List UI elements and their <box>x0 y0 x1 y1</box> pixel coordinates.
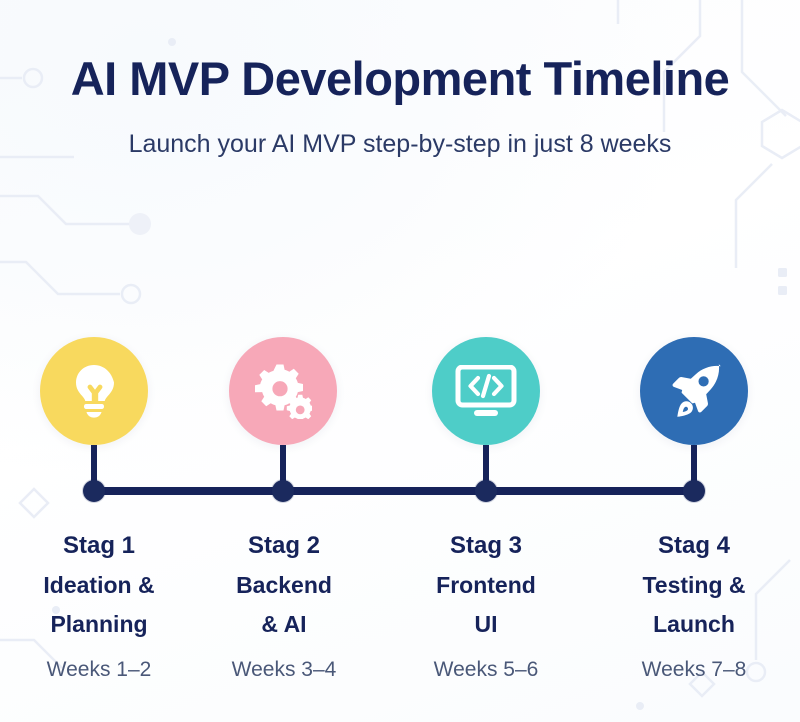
stage-2-caption: Stag 2 Backend & AI Weeks 3–4 <box>189 525 379 687</box>
lightbulb-icon <box>76 365 114 418</box>
stage-4-weeks: Weeks 7–8 <box>641 658 747 681</box>
code-monitor-icon <box>455 365 517 416</box>
page-title: AI MVP Development Timeline <box>70 52 730 105</box>
stage-4-axis-dot[interactable] <box>683 480 705 502</box>
stage-4-name-line2: Launch <box>653 611 735 637</box>
stage-1-weeks: Weeks 1–2 <box>46 658 152 681</box>
stage-1-name-line1: Ideation & <box>43 572 155 598</box>
stage-3-icon-bubble[interactable] <box>432 337 540 445</box>
stage-1-connector <box>91 445 97 491</box>
stage-3-axis-dot[interactable] <box>475 480 497 502</box>
stage-2-weeks: Weeks 3–4 <box>231 658 337 681</box>
page-subtitle: Launch your AI MVP step-by-step in just … <box>128 130 672 158</box>
stage-3-weeks: Weeks 5–6 <box>433 658 539 681</box>
stage-1-name-line2: Planning <box>50 611 148 637</box>
stage-3-connector <box>483 445 489 491</box>
stage-2-axis-dot[interactable] <box>272 480 294 502</box>
stage-4-caption: Stag 4 Testing & Launch Weeks 7–8 <box>599 525 789 687</box>
gears-icon <box>255 364 312 419</box>
stage-3-caption: Stag 3 Frontend UI Weeks 5–6 <box>391 525 581 687</box>
stage-2-label: Stag 2 <box>247 532 321 559</box>
stage-3-name-line2: UI <box>474 611 498 637</box>
stage-3-label: Stag 3 <box>449 532 523 559</box>
stage-1-axis-dot[interactable] <box>83 480 105 502</box>
stage-1-caption: Stag 1 Ideation & Planning Weeks 1–2 <box>4 525 194 687</box>
stage-2-name-line1: Backend <box>236 572 332 598</box>
stage-3-name-line1: Frontend <box>436 572 536 598</box>
stage-2-icon-bubble[interactable] <box>229 337 337 445</box>
stage-4-icon-bubble[interactable] <box>640 337 748 445</box>
stage-4-label: Stag 4 <box>657 532 731 559</box>
stage-1-label: Stag 1 <box>62 532 136 559</box>
stage-4-connector <box>691 445 697 491</box>
header: AI MVP Development Timeline Launch your … <box>0 48 800 165</box>
stage-1-icon-bubble[interactable] <box>40 337 148 445</box>
stage-2-connector <box>280 445 286 491</box>
timeline-axis <box>94 487 694 495</box>
stage-2-name-line2: & AI <box>261 611 307 637</box>
stage-4-name-line1: Testing & <box>642 572 746 598</box>
rocket-icon <box>672 364 721 417</box>
